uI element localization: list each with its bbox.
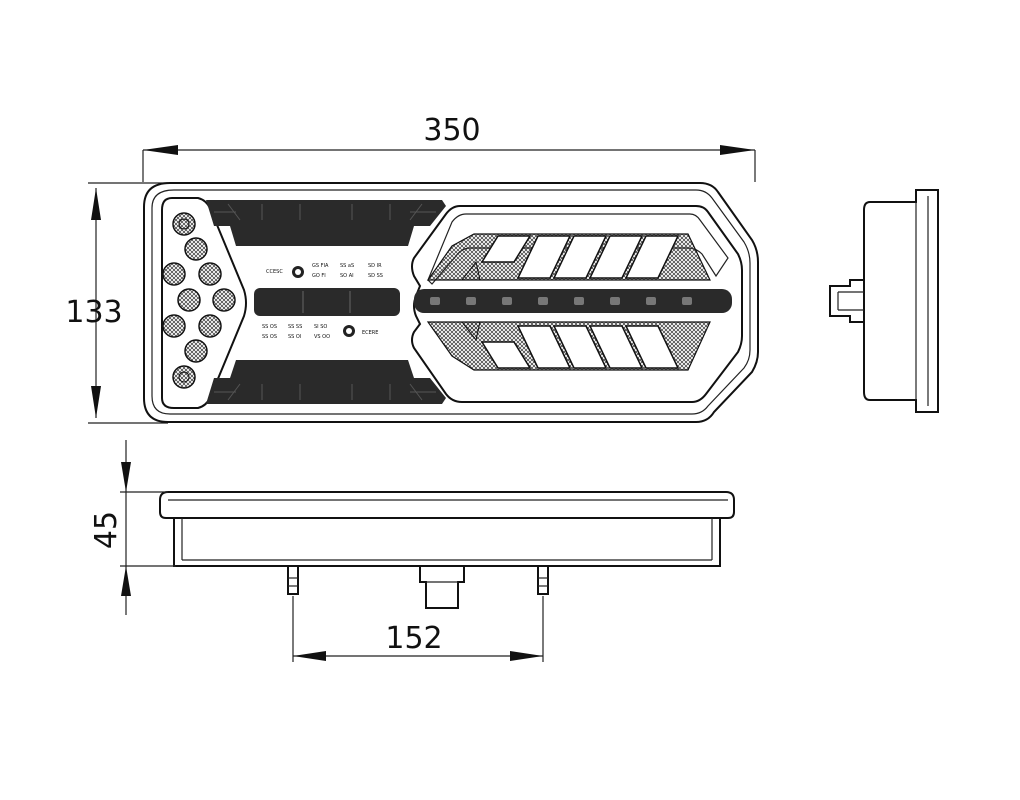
tiny-label-6: SD SS (368, 273, 383, 279)
tiny-label-10: SS OI (288, 334, 301, 340)
tiny-label-2: GO FI (312, 273, 326, 279)
mount-spacing-dimension: 152 (292, 596, 544, 662)
upper-segments (480, 235, 680, 279)
indicator-leds (162, 212, 236, 389)
tiny-label-12: VS OO (314, 334, 330, 340)
reflector-bottom (206, 360, 446, 404)
side-view (829, 189, 939, 413)
depth-label: 45 (89, 511, 124, 549)
front-view: CCESC GS FIA GO FI SS aS SO AI SD IR SD … (143, 182, 759, 423)
tiny-label-7: SS OS (262, 324, 277, 330)
mount-spacing-label: 152 (385, 621, 442, 656)
tiny-label-1: GS FIA (312, 263, 329, 269)
center-bar (254, 288, 400, 316)
reflector-top (206, 200, 446, 246)
tiny-label-9: SS SS (288, 324, 302, 330)
bottom-view (159, 491, 735, 609)
lower-segments (480, 325, 680, 369)
height-dimension: 133 (65, 182, 168, 424)
depth-dimension: 45 (89, 440, 176, 615)
code-label-right: ECERE (362, 330, 378, 336)
tiny-label-8: SS OS (262, 334, 277, 340)
code-label-left: CCESC (266, 269, 283, 275)
led-strip (414, 289, 732, 313)
tiny-label-5: SD IR (368, 263, 382, 269)
tiny-label-3: SS aS (340, 263, 354, 269)
width-label: 350 (423, 113, 480, 148)
width-dimension: 350 (142, 113, 756, 182)
tiny-label-11: SI SO (314, 324, 327, 330)
tiny-label-4: SO AI (340, 273, 354, 279)
height-label: 133 (65, 295, 122, 330)
